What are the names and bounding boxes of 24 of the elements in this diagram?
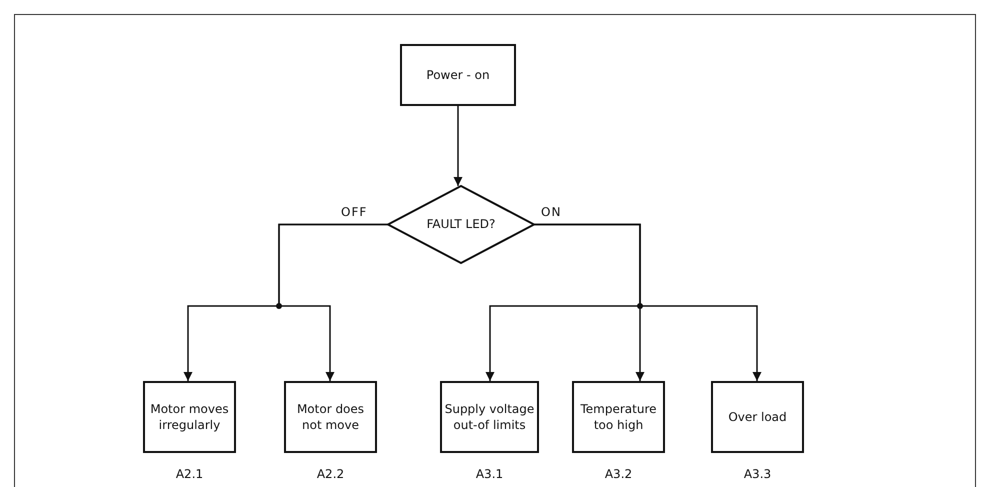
node-text: FAULT LED? xyxy=(426,216,496,233)
process-box xyxy=(440,381,539,453)
edge-label: OFF xyxy=(340,205,368,219)
process-box xyxy=(711,381,804,453)
process-box xyxy=(400,44,516,106)
step-code: A3.2 xyxy=(604,467,632,481)
step-code: A3.3 xyxy=(744,467,772,481)
decision-diamond xyxy=(386,184,536,264)
step-code: A3.1 xyxy=(476,467,504,481)
arrow xyxy=(534,224,762,381)
process-box xyxy=(284,381,377,453)
edge-label: ON xyxy=(540,205,562,219)
node-text: Over load xyxy=(727,408,788,426)
node-text: Supply voltage out-of limits xyxy=(444,400,536,434)
node-text: Power - on xyxy=(425,66,491,84)
process-box xyxy=(143,381,236,453)
step-code: A2.1 xyxy=(176,467,204,481)
process-box xyxy=(572,381,665,453)
node-text: Temperature too high xyxy=(579,400,658,434)
node-text: Motor moves irregularly xyxy=(149,400,230,434)
arrow xyxy=(278,224,388,381)
node-text: Motor does not move xyxy=(296,400,366,434)
arrow xyxy=(454,106,462,186)
step-code: A2.2 xyxy=(316,467,344,481)
